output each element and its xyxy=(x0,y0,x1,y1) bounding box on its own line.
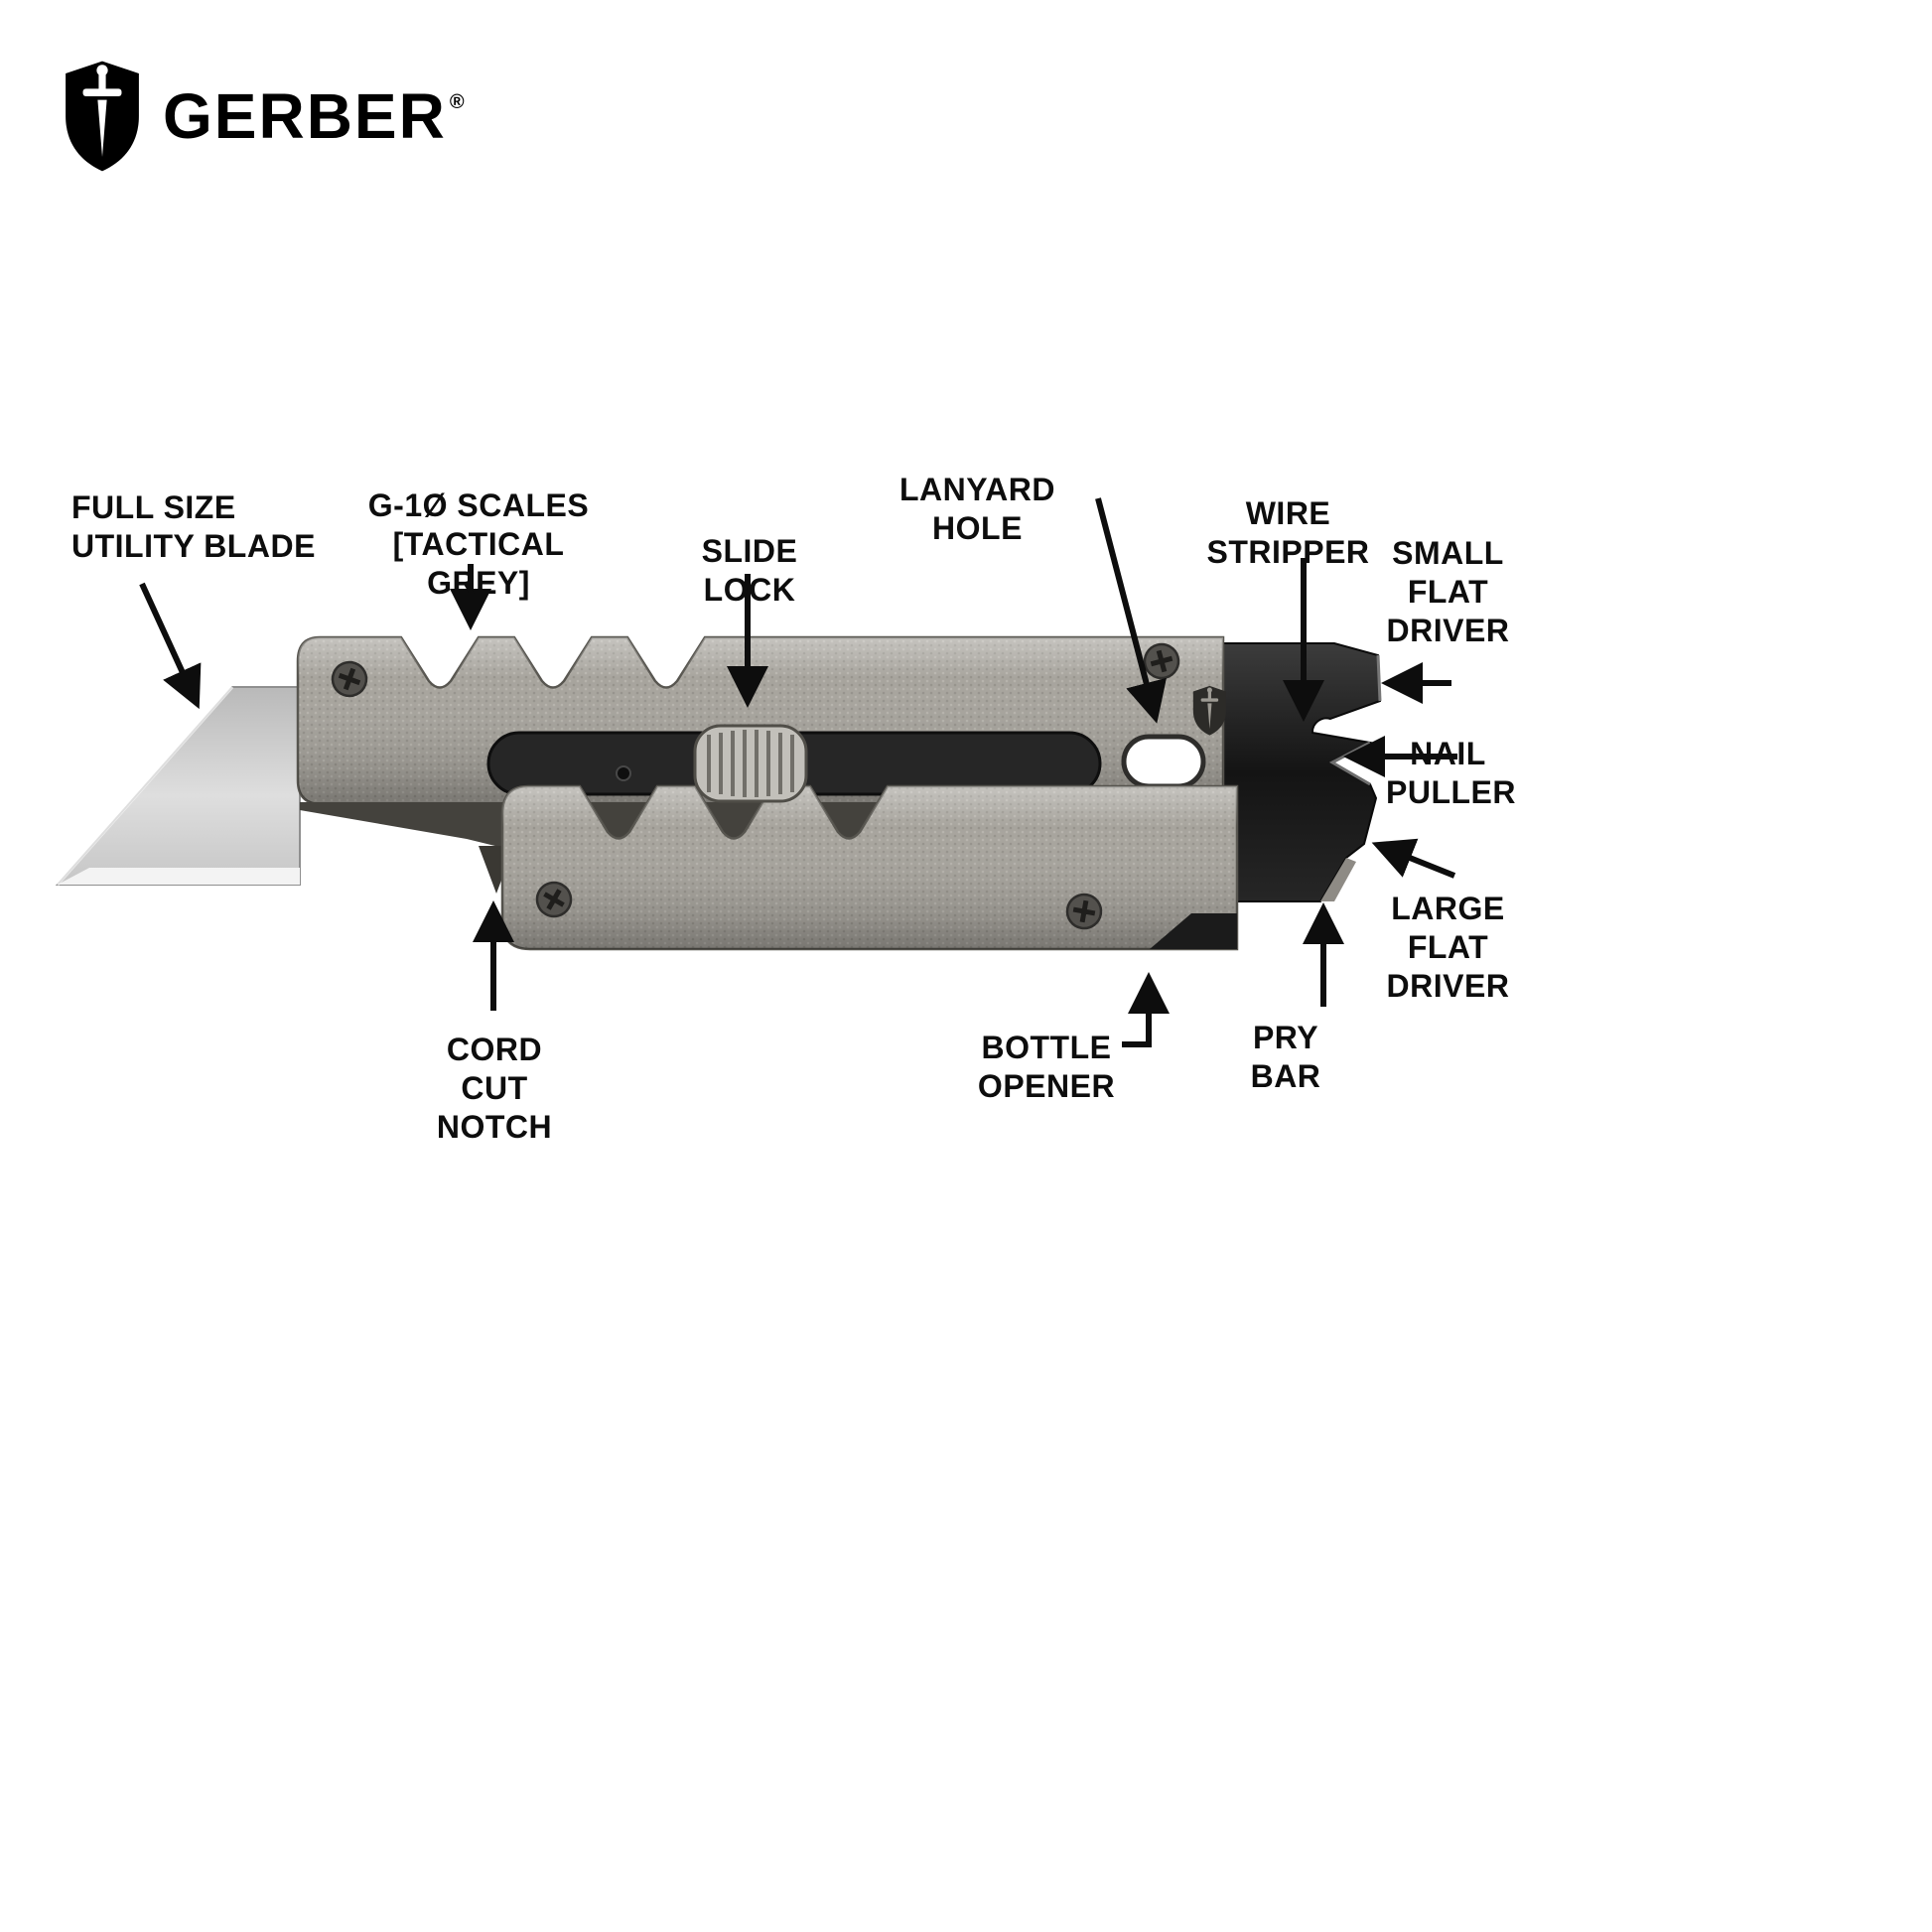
handle-screws xyxy=(331,642,1180,930)
callout-arrows xyxy=(139,497,1457,1047)
bottle-opener-notch xyxy=(1150,913,1237,949)
arrow-large-flat-driver xyxy=(1371,838,1456,879)
label-pry-bar: PRY BAR xyxy=(1250,1020,1321,1095)
label-cord-cut-notch: CORD CUT NOTCH xyxy=(436,1032,553,1146)
bottom-scale xyxy=(500,784,1239,951)
label-large-flat-driver: LARGE FLAT DRIVER xyxy=(1386,891,1510,1005)
arrow-full-size-utility-blade xyxy=(139,582,202,710)
label-lanyard-hole: LANYARD HOLE xyxy=(899,472,1055,547)
large-flat-driver-bevel xyxy=(1320,858,1356,901)
brand-logo: GERBER® xyxy=(62,58,467,175)
label-slide-lock: SLIDE LOCK xyxy=(701,533,798,609)
registered-mark: ® xyxy=(449,91,467,113)
small-flat-driver-tip xyxy=(1376,654,1382,702)
label-full-size-utility-blade: FULL SIZE UTILITY BLADE xyxy=(71,489,316,565)
label-g10-scales: G-1Ø SCALES [TACTICAL GREY] xyxy=(367,487,590,602)
brand-wordmark: GERBER® xyxy=(163,84,467,148)
label-small-flat-driver: SMALL FLAT DRIVER xyxy=(1386,535,1510,649)
gerber-shield-icon xyxy=(66,61,139,172)
utility-blade xyxy=(55,686,301,886)
shield-print-icon xyxy=(1192,685,1226,736)
slide-lock-button xyxy=(693,724,808,803)
arrow-lanyard-hole xyxy=(1095,497,1167,724)
label-nail-puller: NAIL PULLER xyxy=(1386,736,1516,811)
arrow-bottle-opener xyxy=(1122,972,1170,1047)
brand-name: GERBER xyxy=(163,80,447,152)
detent-pin-hole xyxy=(616,765,631,781)
label-wire-stripper: WIRE STRIPPER xyxy=(1206,495,1370,571)
pry-bar-head xyxy=(1218,642,1382,902)
label-bottle-opener: BOTTLE OPENER xyxy=(977,1030,1116,1105)
lanyard-hole xyxy=(1121,734,1206,789)
